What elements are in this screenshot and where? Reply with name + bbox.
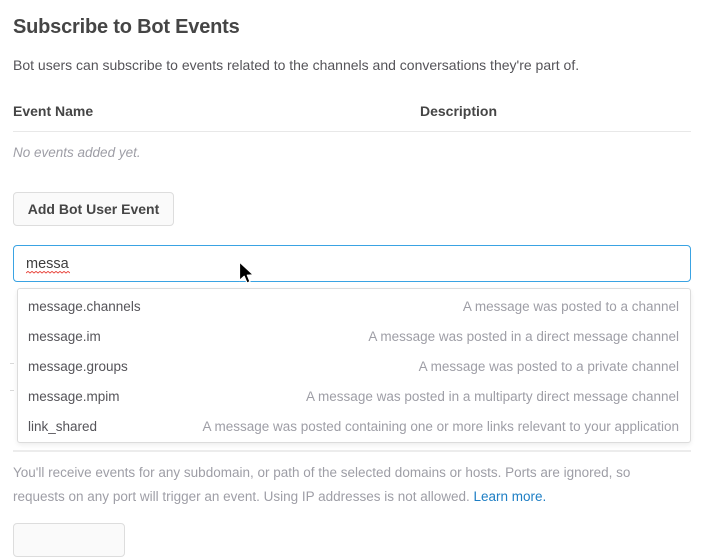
event-search-input[interactable]	[13, 245, 691, 282]
dropdown-option[interactable]: message.channels A message was posted to…	[18, 292, 690, 322]
footer-divider	[13, 450, 691, 452]
dropdown-option-name: message.im	[28, 329, 101, 344]
dropdown-option[interactable]: message.groups A message was posted to a…	[18, 352, 690, 382]
dropdown-option-description: A message was posted containing one or m…	[202, 419, 679, 434]
dropdown-option[interactable]: message.im A message was posted in a dir…	[18, 322, 690, 352]
events-empty-message: No events added yet.	[13, 145, 141, 160]
column-header-event-name: Event Name	[13, 103, 94, 119]
table-header-divider	[13, 131, 691, 132]
dropdown-option-description: A message was posted to a channel	[462, 299, 679, 314]
dropdown-option-name: message.groups	[28, 359, 128, 374]
dropdown-option-description: A message was posted to a private channe…	[418, 359, 679, 374]
dropdown-option-name: message.mpim	[28, 389, 120, 404]
learn-more-link[interactable]: Learn more.	[473, 489, 547, 504]
page-subtitle: Bot users can subscribe to events relate…	[13, 57, 580, 73]
dropdown-option[interactable]: message.mpim A message was posted in a m…	[18, 382, 690, 412]
dropdown-option[interactable]: link_shared A message was posted contain…	[18, 412, 690, 442]
footer-help-sentence: You'll receive events for any subdomain,…	[13, 465, 631, 504]
column-header-description: Description	[420, 103, 498, 119]
dropdown-option-name: message.channels	[28, 299, 141, 314]
bottom-partial-button[interactable]	[13, 523, 125, 557]
dropdown-option-name: link_shared	[28, 419, 98, 434]
event-suggestions-dropdown[interactable]: message.channels A message was posted to…	[17, 288, 691, 443]
dropdown-option-description: A message was posted in a multiparty dir…	[306, 389, 679, 404]
add-bot-user-event-button[interactable]: Add Bot User Event	[13, 192, 174, 226]
footer-help-text: You'll receive events for any subdomain,…	[13, 461, 685, 509]
dropdown-option-description: A message was posted in a direct message…	[368, 329, 679, 344]
events-table-header: Event Name Description	[13, 103, 691, 125]
background-artifact	[10, 390, 14, 391]
background-artifact	[10, 363, 14, 364]
subscribe-bot-events-page: Subscribe to Bot Events Bot users can su…	[10, 16, 691, 557]
page-title: Subscribe to Bot Events	[13, 16, 240, 38]
